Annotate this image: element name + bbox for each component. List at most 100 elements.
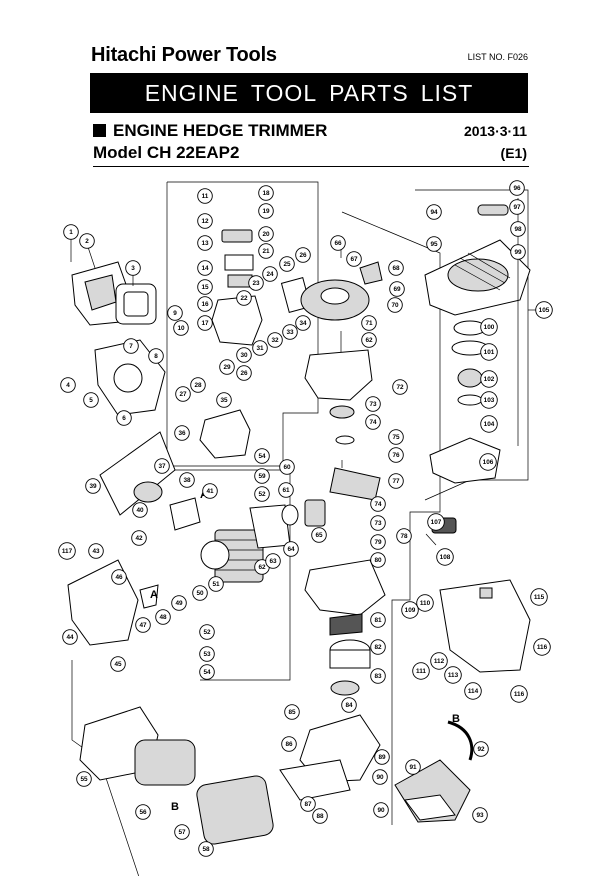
callout-74: 74 (365, 414, 381, 430)
callout-circle (265, 553, 281, 569)
callout-number: 96 (513, 185, 521, 192)
callout-number: 64 (287, 546, 295, 553)
callout-number: 91 (409, 764, 417, 771)
callout-66: 66 (330, 235, 346, 251)
callout-67: 67 (346, 251, 362, 267)
callout-number: 72 (396, 384, 404, 391)
callout-number: 58 (202, 846, 210, 853)
callout-circle (392, 379, 408, 395)
callout-19: 19 (258, 203, 274, 219)
callout-circle (341, 697, 357, 713)
callout-11: 11 (197, 188, 213, 204)
callout-number: 52 (203, 629, 211, 636)
callout-circle (436, 548, 454, 566)
callout-6: 6 (116, 410, 132, 426)
callout-83: 83 (370, 668, 386, 684)
callout-circle (171, 595, 187, 611)
part-shapes (67, 204, 531, 845)
callout-circle (295, 247, 311, 263)
callout-17: 17 (197, 315, 213, 331)
callout-102: 102 (480, 370, 498, 388)
callout-circle (281, 736, 297, 752)
callout-number: 49 (175, 600, 183, 607)
callout-circle (236, 347, 252, 363)
callout-number: 3 (131, 265, 135, 272)
callout-number: 85 (288, 709, 296, 716)
callout-number: 22 (240, 295, 248, 302)
callout-number: 104 (484, 421, 495, 428)
callout-43: 43 (88, 543, 104, 559)
callout-57: 57 (174, 824, 190, 840)
callout-circle (248, 275, 264, 291)
callout-circle (167, 305, 183, 321)
callout-circle (370, 612, 386, 628)
callout-circle (480, 415, 498, 433)
banner-word-4: LIST (420, 79, 474, 106)
callout-circle (254, 486, 270, 502)
callout-85: 85 (284, 704, 300, 720)
callout-circle (396, 528, 412, 544)
callout-number: 32 (271, 337, 279, 344)
callout-number: 103 (484, 397, 495, 404)
callout-number: 19 (262, 208, 270, 215)
callout-80: 80 (370, 552, 386, 568)
callout-number: 100 (484, 324, 495, 331)
callout-number: 50 (196, 590, 204, 597)
callout-70: 70 (387, 297, 403, 313)
callout-number: 73 (369, 401, 377, 408)
callout-circle (155, 609, 171, 625)
callout-number: 41 (206, 488, 214, 495)
callout-number: 111 (416, 668, 426, 675)
callout-53: 53 (199, 646, 215, 662)
callout-31: 31 (252, 340, 268, 356)
callout-circle (131, 530, 147, 546)
callout-number: 16 (201, 301, 209, 308)
callout-circle (174, 824, 190, 840)
callout-number: 20 (262, 231, 270, 238)
callout-number: 83 (374, 673, 382, 680)
leader-lines (70, 198, 537, 546)
callout-number: 84 (345, 702, 353, 709)
callout-circle (405, 759, 421, 775)
callout-circle (110, 656, 126, 672)
callout-circle (388, 473, 404, 489)
callout-circle (509, 199, 525, 215)
callout-circle (236, 365, 252, 381)
callout-73: 73 (365, 396, 381, 412)
callout-circle (199, 624, 215, 640)
callout-circle (479, 453, 497, 471)
callout-number: 2 (85, 238, 89, 245)
callout-number: 8 (154, 353, 158, 360)
callout-circle (430, 652, 448, 670)
callout-94: 94 (426, 204, 442, 220)
callout-77: 77 (388, 473, 404, 489)
callout-95: 95 (426, 236, 442, 252)
callout-55: 55 (76, 771, 92, 787)
callout-circle (480, 343, 498, 361)
callout-27: 27 (175, 386, 191, 402)
callout-number: 95 (430, 241, 438, 248)
title-banner: ENGINE TOOL PARTS LIST (90, 73, 528, 113)
callout-59: 59 (254, 468, 270, 484)
callout-39: 39 (85, 478, 101, 494)
callout-60: 60 (279, 459, 295, 475)
callout-circle (111, 569, 127, 585)
callout-30: 30 (236, 347, 252, 363)
callout-38: 38 (179, 472, 195, 488)
callout-92: 92 (473, 741, 489, 757)
callout-number: 9 (173, 310, 177, 317)
callout-number: 40 (136, 507, 144, 514)
callout-circle (370, 534, 386, 550)
callout-circle (76, 771, 92, 787)
callout-number: 7 (129, 343, 133, 350)
callout-circle (533, 638, 551, 656)
callout-37: 37 (154, 458, 170, 474)
callout-circle (236, 290, 252, 306)
issue-date: 2013·3·11 (463, 123, 527, 139)
list-number: LIST NO. F026 (467, 52, 528, 62)
callout-circle (473, 741, 489, 757)
callout-circle (197, 213, 213, 229)
callout-32: 32 (267, 332, 283, 348)
callout-circle (388, 260, 404, 276)
callout-number: 79 (374, 539, 382, 546)
